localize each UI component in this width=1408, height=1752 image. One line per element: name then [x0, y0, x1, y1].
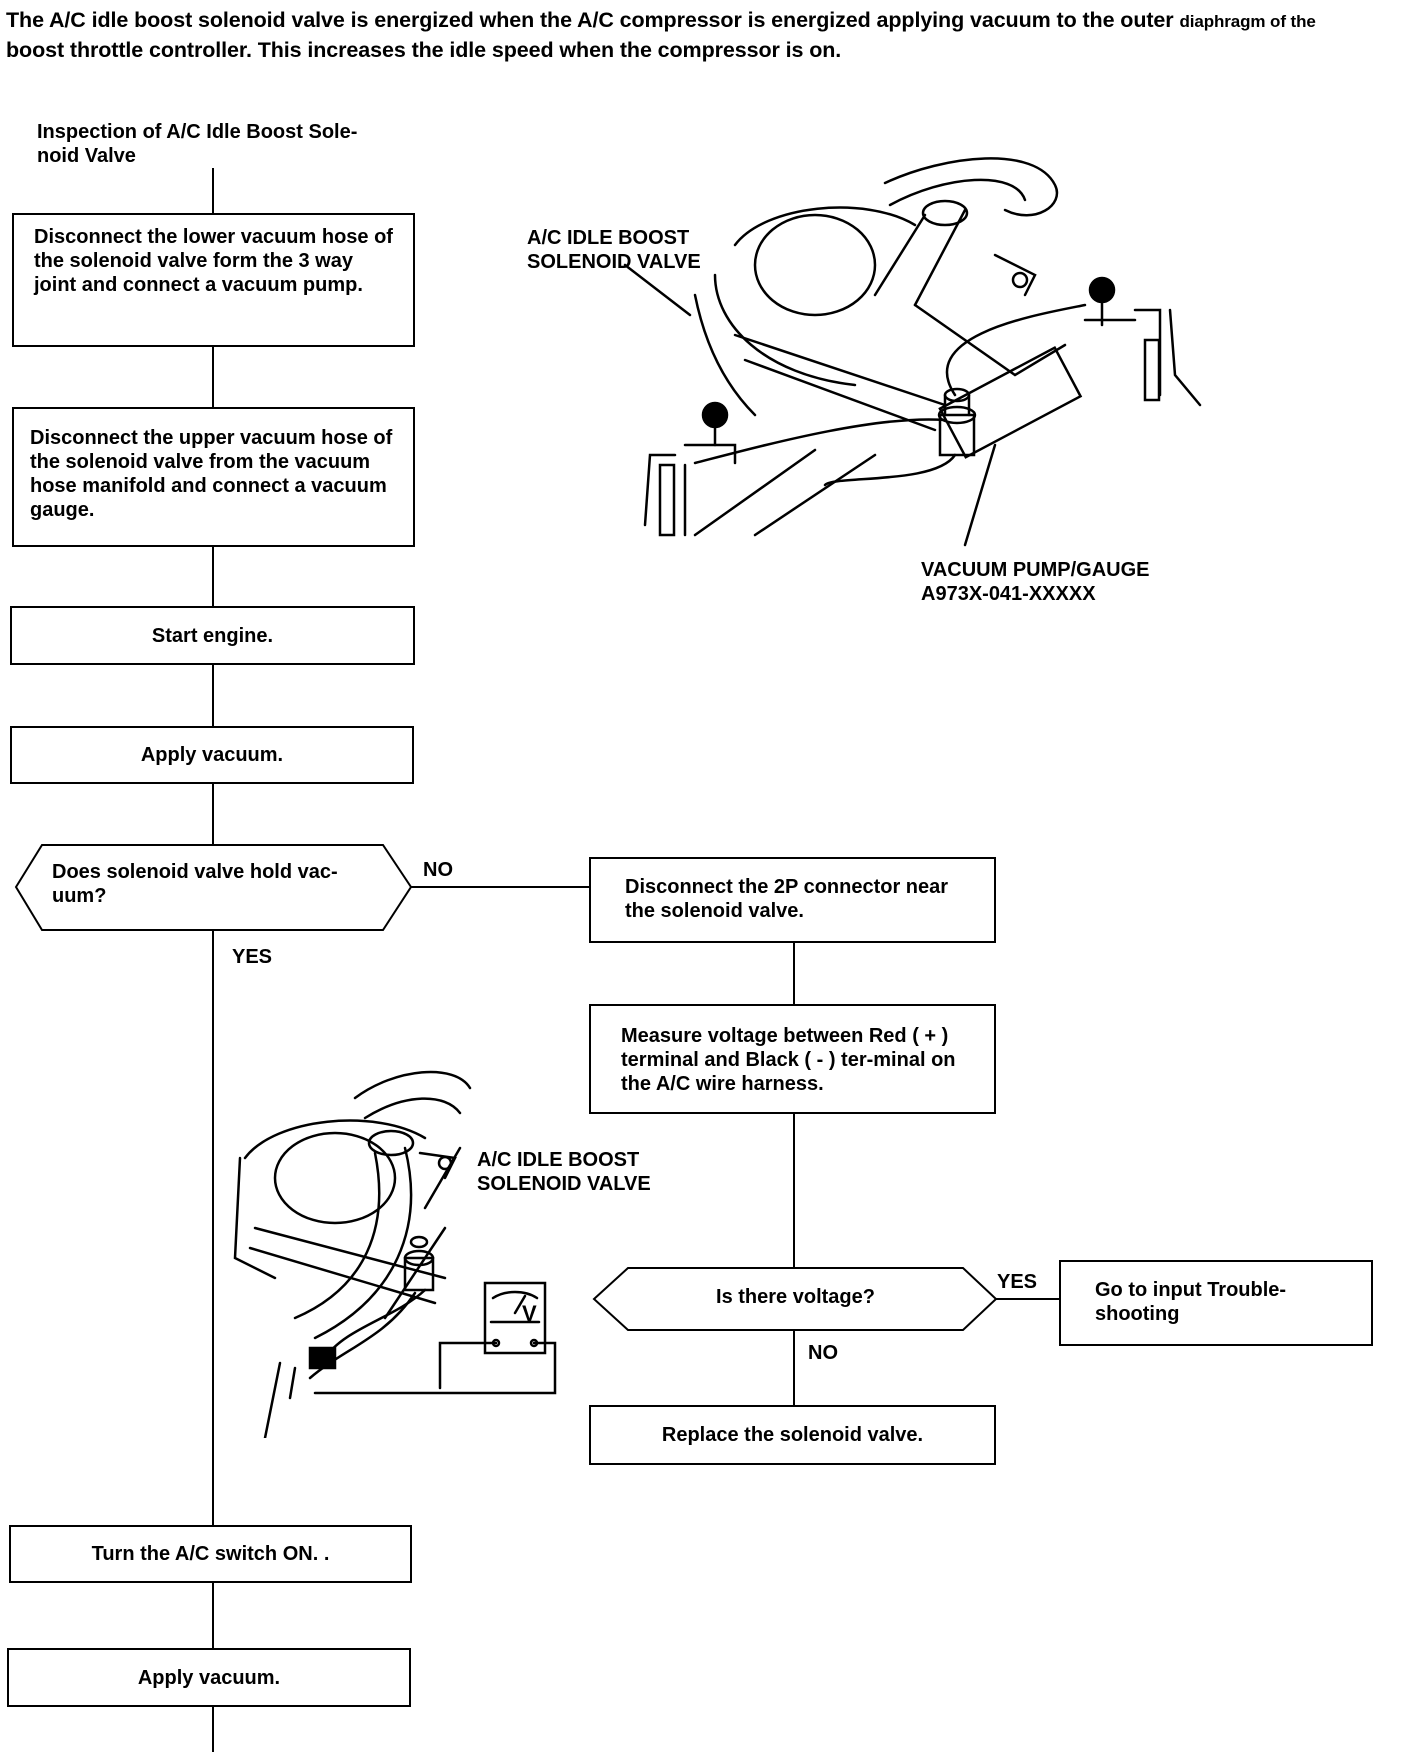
result-replace-solenoid: Replace the solenoid valve. — [589, 1405, 996, 1465]
vacuum-pump-illustration — [623, 157, 1202, 547]
decision2-no-label: NO — [808, 1342, 838, 1364]
intro-paragraph: The A/C idle boost solenoid valve is ene… — [6, 6, 1406, 64]
decision1-yes-label: YES — [232, 946, 273, 968]
flow-start-label: Inspection of A/C Idle Boost Sole- noid … — [37, 121, 358, 167]
intro-text: The A/C idle boost solenoid valve is ene… — [6, 8, 1180, 32]
intro-text-line2: boost throttle controller. This increase… — [6, 38, 842, 62]
vacuum-pump-gauge-callout: VACUUM PUMP/GAUGE A973X-041-XXXXX — [921, 559, 1150, 605]
step-apply-vacuum-1: Apply vacuum. — [10, 726, 414, 784]
intro-text-small: diaphragm of the — [1179, 12, 1316, 31]
result-input-troubleshooting: Go to input Trouble- shooting — [1059, 1260, 1373, 1346]
bottom-solenoid-callout: A/C IDLE BOOST SOLENOID VALVE — [477, 1149, 651, 1195]
voltmeter-symbol: V — [522, 1301, 537, 1326]
decision-hexagon-2 — [592, 1267, 998, 1331]
step-connect-vacuum-gauge: Disconnect the upper vacuum hose of the … — [12, 407, 415, 547]
decision2-yes-label: YES — [997, 1271, 1038, 1293]
top-solenoid-callout: A/C IDLE BOOST SOLENOID VALVE — [527, 227, 701, 273]
decision-voltage-text: Is there voltage? — [716, 1286, 875, 1308]
step-disconnect-2p-connector: Disconnect the 2P connector near the sol… — [589, 857, 996, 943]
step-measure-voltage: Measure voltage between Red ( + ) termin… — [589, 1004, 996, 1114]
decision-hold-vacuum-text: Does solenoid valve hold vac- uum? — [52, 861, 338, 907]
step-start-engine: Start engine. — [10, 606, 415, 665]
step-connect-vacuum-pump: Disconnect the lower vacuum hose of the … — [12, 213, 415, 347]
decision1-no-label: NO — [423, 859, 453, 881]
voltmeter-illustration — [233, 1070, 557, 1438]
step-apply-vacuum-2: Apply vacuum. — [7, 1648, 411, 1707]
decision-hexagon-1 — [14, 844, 413, 931]
step-turn-ac-on: Turn the A/C switch ON. . — [9, 1525, 412, 1583]
